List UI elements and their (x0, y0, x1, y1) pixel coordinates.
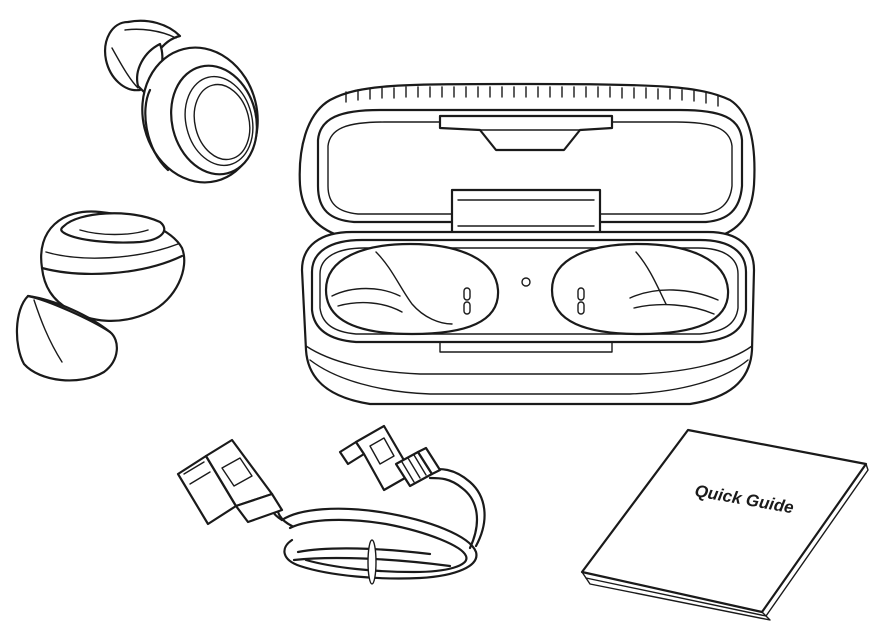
quick-guide-booklet: Quick Guide (580, 428, 869, 621)
earbud-side (15, 210, 186, 382)
indicator-dot (521, 277, 531, 287)
charging-pins-left (463, 287, 471, 315)
charging-case (298, 82, 756, 406)
usb-a-connector (176, 438, 284, 526)
earbud-front (104, 19, 259, 184)
charging-pins-right (577, 287, 585, 315)
micro-usb-connector (338, 424, 442, 492)
usb-cable (176, 424, 486, 585)
